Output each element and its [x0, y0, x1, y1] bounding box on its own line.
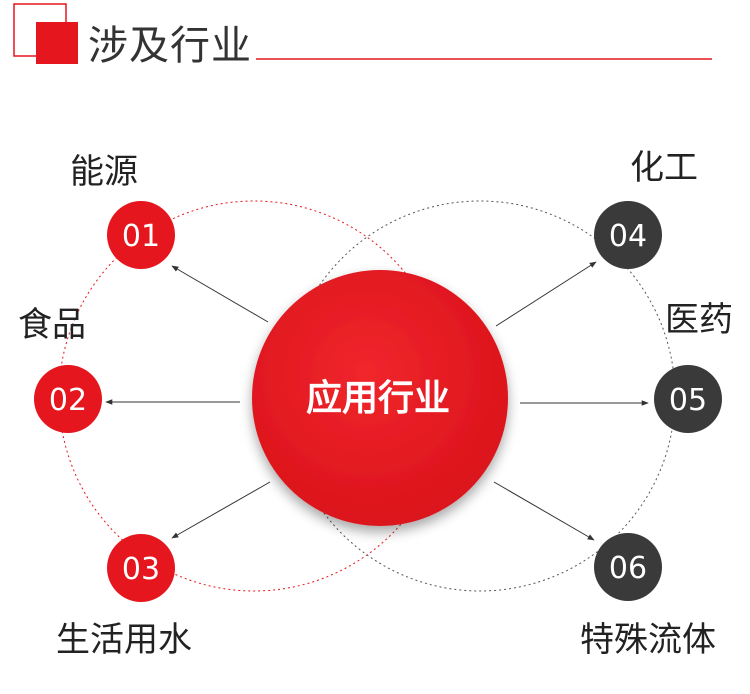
node-06-number: 06 — [609, 551, 647, 586]
node-02-circle — [34, 365, 102, 433]
node-04: 04 — [594, 201, 662, 269]
node-01-circle — [107, 201, 175, 269]
node-05-circle — [654, 365, 722, 433]
node-03-circle — [107, 534, 175, 602]
node-02-label: 食品 — [18, 305, 86, 345]
node-02: 02 — [34, 365, 102, 433]
arrow-to-04 — [495, 261, 597, 327]
node-01-number: 01 — [122, 219, 160, 254]
node-04-circle — [594, 201, 662, 269]
node-05-number: 05 — [669, 383, 707, 418]
center-label: 应用行业 — [306, 378, 450, 419]
node-06-label: 特殊流体 — [580, 620, 716, 660]
node-03-number: 03 — [122, 552, 160, 587]
node-01-label: 能源 — [70, 152, 138, 192]
node-03: 03 — [107, 534, 175, 602]
node-04-label: 化工 — [630, 148, 698, 188]
arrow-to-01 — [171, 265, 269, 323]
arrow-to-06 — [493, 481, 595, 541]
node-05-label: 医药 — [665, 300, 733, 340]
node-02-number: 02 — [49, 383, 87, 418]
node-05: 05 — [654, 365, 722, 433]
node-01: 01 — [107, 201, 175, 269]
center-circle — [252, 270, 508, 526]
page-title: 涉及行业 — [88, 23, 252, 69]
node-04-number: 04 — [609, 219, 647, 254]
node-06-circle — [594, 533, 662, 601]
node-06: 06 — [594, 533, 662, 601]
header-square-filled — [36, 22, 78, 64]
node-03-label: 生活用水 — [56, 620, 192, 660]
header-decoration — [13, 3, 712, 64]
arrow-to-03 — [171, 481, 271, 539]
